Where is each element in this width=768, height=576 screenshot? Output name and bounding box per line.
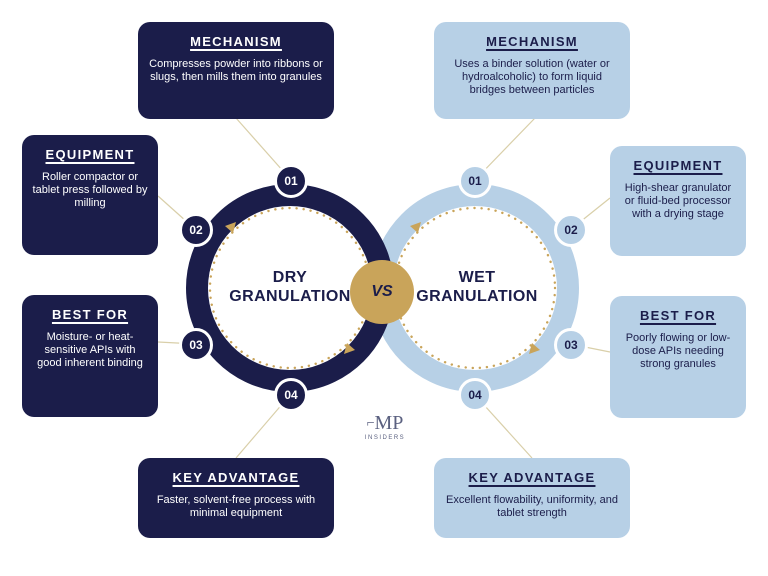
card-desc: Uses a binder solution (water or hydroal…	[454, 58, 610, 96]
wet-label-line1: WET	[458, 269, 496, 286]
wet-step-03-badge: 03	[554, 328, 588, 362]
card-title: EQUIPMENT	[633, 158, 723, 173]
mp-insiders-logo: ⌐MP INSIDERS	[340, 413, 430, 441]
wet-dotted-path	[393, 206, 557, 370]
dry-step-04-badge: 04	[274, 378, 308, 412]
dry-label-line2: GRANULATION	[229, 288, 351, 305]
card-desc: Compresses powder into ribbons or slugs,…	[149, 58, 323, 83]
card-desc: Poorly flowing or low-dose APIs needing …	[625, 332, 731, 370]
card-desc: Roller compactor or tablet press followe…	[32, 171, 148, 209]
dry-key-advantage-card: KEY ADVANTAGE Faster, solvent-free proce…	[138, 458, 334, 538]
wet-step-04-badge: 04	[458, 378, 492, 412]
logo-mark: ⌐MP	[340, 413, 430, 434]
wet-mechanism-card: MECHANISM Uses a binder solution (water …	[434, 22, 630, 119]
dry-best-for-card: BEST FOR Moisture- or heat-sensitive API…	[22, 295, 158, 417]
card-title: BEST FOR	[51, 307, 129, 322]
wet-step-01-badge: 01	[458, 164, 492, 198]
wet-step-02-badge: 02	[554, 213, 588, 247]
card-desc: Moisture- or heat-sensitive APIs with go…	[37, 331, 143, 369]
card-title: MECHANISM	[190, 34, 282, 49]
card-title: BEST FOR	[639, 308, 717, 323]
card-desc: Excellent flowability, uniformity, and t…	[446, 494, 618, 519]
dry-step-01-badge: 01	[274, 164, 308, 198]
dry-equipment-card: EQUIPMENT Roller compactor or tablet pre…	[22, 135, 158, 255]
card-title: EQUIPMENT	[45, 147, 135, 162]
card-title: KEY ADVANTAGE	[468, 470, 596, 485]
wet-granulation-label: WET GRANULATION	[402, 268, 552, 306]
dry-arrow-icon	[344, 343, 355, 354]
dry-label-line1: DRY	[272, 269, 308, 286]
card-title: MECHANISM	[486, 34, 578, 49]
logo-subtext: INSIDERS	[364, 435, 406, 441]
dry-mechanism-card: MECHANISM Compresses powder into ribbons…	[138, 22, 334, 119]
card-desc: High-shear granulator or fluid-bed proce…	[624, 182, 732, 220]
wet-arrow-icon	[529, 343, 540, 354]
logo-text: MP	[374, 412, 404, 434]
vs-badge: VS	[350, 260, 414, 324]
wet-best-for-card: BEST FOR Poorly flowing or low-dose APIs…	[610, 296, 746, 418]
card-desc: Faster, solvent-free process with minima…	[156, 494, 316, 519]
wet-arrow-icon	[410, 222, 421, 233]
wet-label-line2: GRANULATION	[416, 288, 538, 305]
wet-equipment-card: EQUIPMENT High-shear granulator or fluid…	[610, 146, 746, 256]
dry-step-02-badge: 02	[179, 213, 213, 247]
dry-granulation-label: DRY GRANULATION	[215, 268, 365, 306]
bracket-logo-icon: ⌐	[366, 416, 375, 431]
card-title: KEY ADVANTAGE	[172, 470, 300, 485]
dry-arrow-icon	[225, 222, 236, 233]
wet-key-advantage-card: KEY ADVANTAGE Excellent flowability, uni…	[434, 458, 630, 538]
dry-step-03-badge: 03	[179, 328, 213, 362]
